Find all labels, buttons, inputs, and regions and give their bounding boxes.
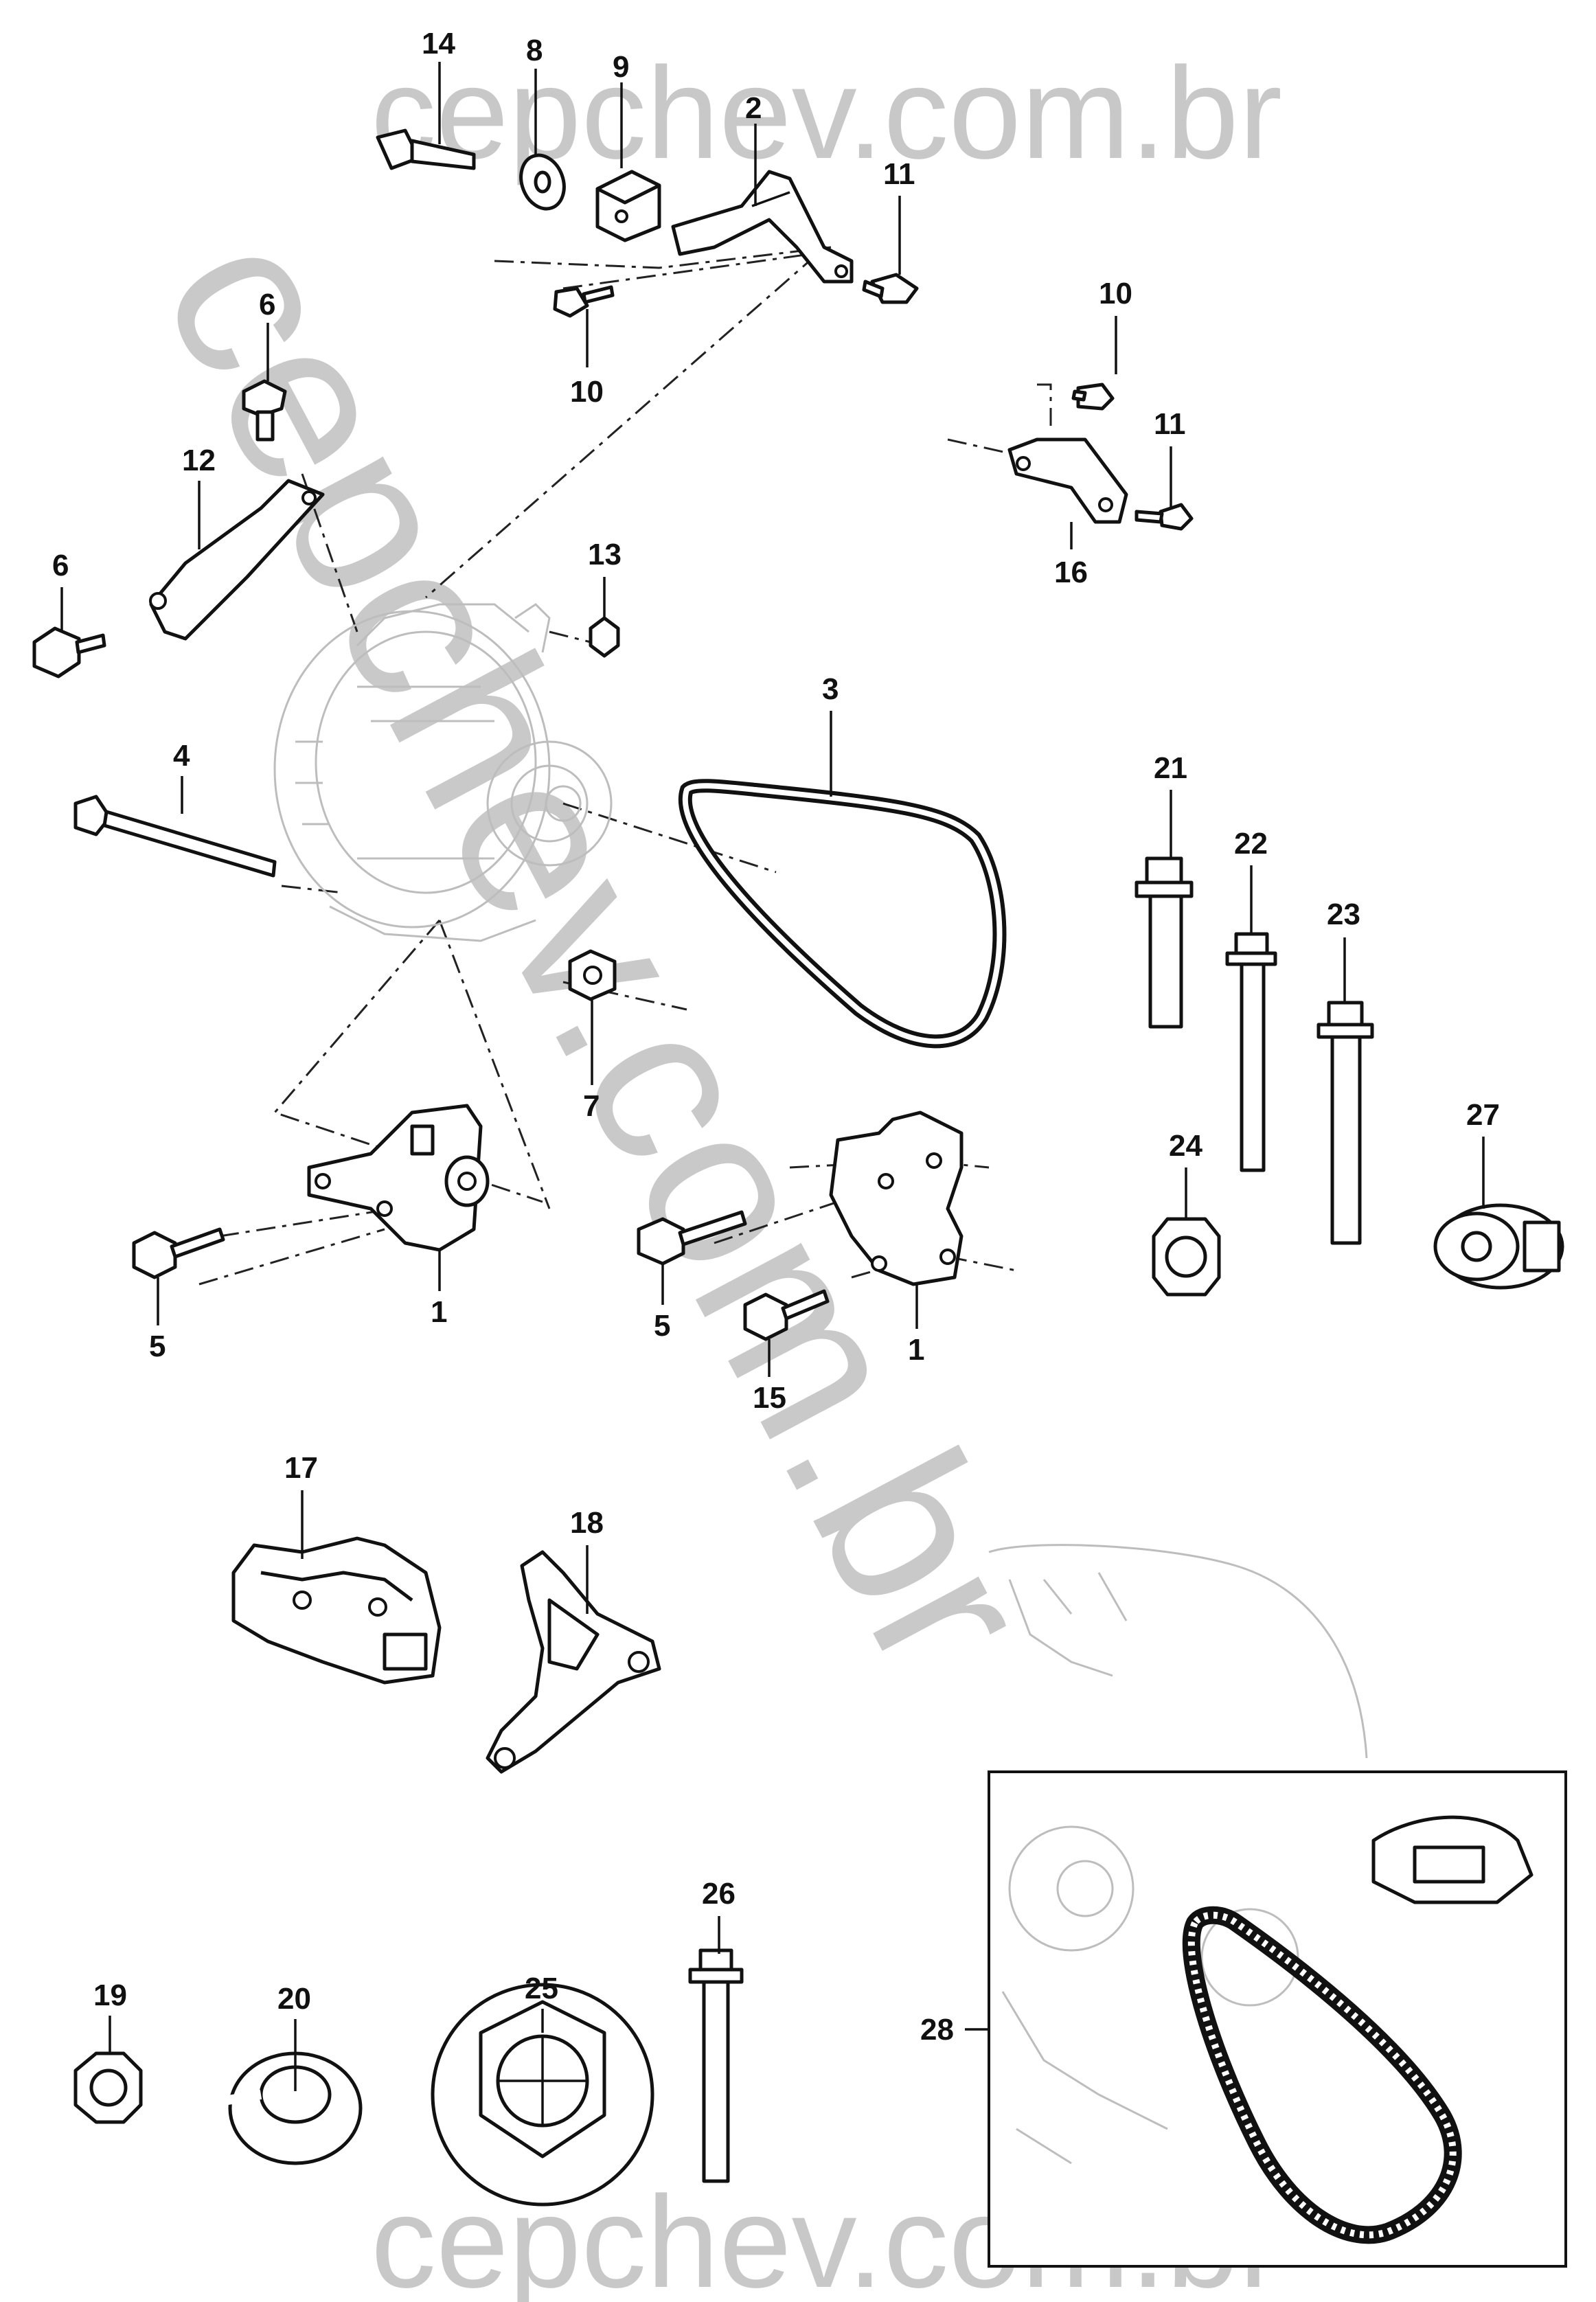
nut-19 bbox=[73, 2051, 143, 2124]
callout-24: 24 bbox=[1169, 1129, 1202, 1163]
bolt-15 bbox=[743, 1289, 830, 1341]
spacer-block-9 bbox=[595, 170, 661, 242]
callout-6-upper: 6 bbox=[259, 288, 275, 321]
bolt-23 bbox=[1316, 1001, 1374, 1245]
bolt-6-lower bbox=[32, 626, 106, 679]
split-washer-20 bbox=[218, 2051, 363, 2165]
nut-7 bbox=[568, 949, 617, 1001]
bolt-10-top bbox=[553, 285, 615, 318]
callout-22: 22 bbox=[1234, 827, 1268, 861]
callout-7: 7 bbox=[583, 1089, 600, 1123]
belt-3 bbox=[679, 779, 1007, 1049]
bolt-10-right bbox=[1071, 383, 1115, 411]
bracket-17 bbox=[231, 1536, 442, 1685]
bolt-14 bbox=[376, 128, 476, 170]
nut-24 bbox=[1152, 1217, 1221, 1297]
assembly-lines bbox=[198, 246, 1052, 1286]
callout-11-top: 11 bbox=[883, 157, 915, 191]
belt-kit-inset-28 bbox=[988, 1544, 1567, 2268]
callout-28: 28 bbox=[920, 2013, 954, 2047]
callout-8: 8 bbox=[526, 34, 543, 67]
callout-2: 2 bbox=[745, 91, 762, 125]
callout-12: 12 bbox=[182, 444, 216, 477]
nut-washer-25 bbox=[431, 1983, 654, 2207]
callout-17: 17 bbox=[284, 1451, 318, 1485]
callout-11-right: 11 bbox=[1154, 407, 1186, 441]
callout-25: 25 bbox=[525, 1972, 558, 2005]
callout-3: 3 bbox=[822, 672, 839, 706]
callout-10-top: 10 bbox=[570, 375, 604, 409]
callout-9: 9 bbox=[613, 50, 629, 84]
tensioner-27 bbox=[1433, 1203, 1564, 1290]
bracket-18 bbox=[486, 1550, 661, 1774]
callout-6-lower: 6 bbox=[52, 549, 69, 582]
bolt-26 bbox=[688, 1948, 744, 2183]
bracket-12 bbox=[149, 479, 325, 641]
bracket-1-left bbox=[307, 1104, 490, 1252]
callout-5-left: 5 bbox=[149, 1330, 166, 1363]
callout-10-right: 10 bbox=[1099, 277, 1132, 310]
washer-8 bbox=[519, 153, 566, 211]
callout-15: 15 bbox=[753, 1381, 786, 1415]
callout-21: 21 bbox=[1154, 751, 1187, 785]
bolt-5-left bbox=[132, 1227, 225, 1279]
bolt-22 bbox=[1225, 932, 1277, 1172]
callout-20: 20 bbox=[277, 1982, 311, 2016]
callout-4: 4 bbox=[173, 739, 190, 773]
bolt-21 bbox=[1135, 856, 1194, 1029]
callout-18: 18 bbox=[570, 1506, 604, 1540]
callout-1-right: 1 bbox=[908, 1333, 924, 1367]
leader-lines bbox=[60, 62, 1485, 2091]
callout-16: 16 bbox=[1054, 556, 1088, 589]
watermark-top: cepchev.com.br bbox=[371, 41, 1282, 186]
nut-13 bbox=[589, 616, 620, 658]
callout-23: 23 bbox=[1327, 898, 1360, 931]
bracket-1-right bbox=[829, 1110, 964, 1286]
callout-27: 27 bbox=[1466, 1098, 1500, 1132]
bolt-11-top bbox=[862, 273, 919, 304]
bolt-11-right bbox=[1135, 503, 1194, 531]
callout-14: 14 bbox=[422, 27, 455, 60]
alternator-ghost bbox=[273, 603, 613, 942]
bracket-2 bbox=[671, 170, 854, 284]
bolt-5-right bbox=[637, 1210, 747, 1266]
callout-13: 13 bbox=[588, 538, 622, 571]
callout-26: 26 bbox=[702, 1877, 736, 1911]
callout-5-right: 5 bbox=[654, 1309, 670, 1343]
callout-1-left: 1 bbox=[431, 1295, 447, 1329]
bolt-6-upper bbox=[242, 379, 287, 442]
inset-tensioner bbox=[1371, 1815, 1534, 1904]
bracket-16 bbox=[1007, 437, 1128, 524]
callout-labels: 14 8 9 2 11 10 6 12 6 10 11 16 13 3 4 7 … bbox=[52, 27, 1500, 2047]
long-bolt-4 bbox=[73, 795, 277, 878]
callout-19: 19 bbox=[93, 1979, 127, 2012]
